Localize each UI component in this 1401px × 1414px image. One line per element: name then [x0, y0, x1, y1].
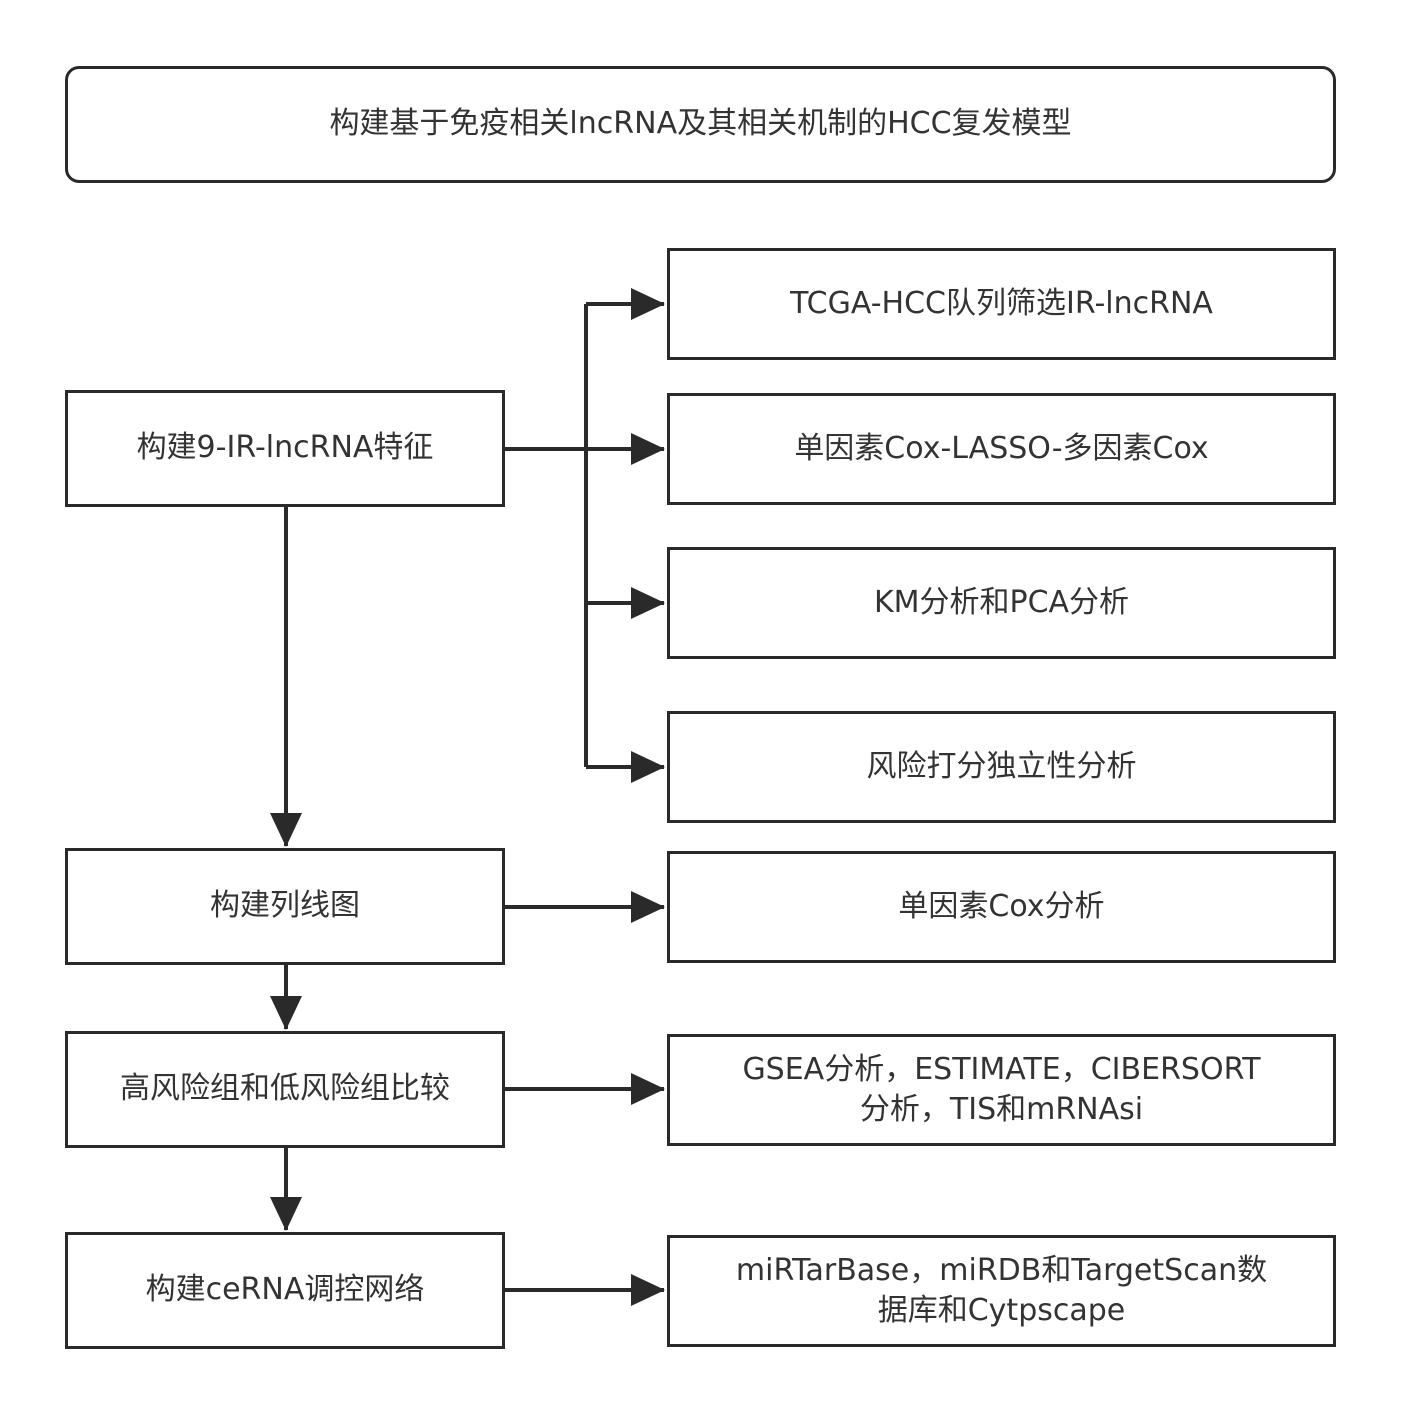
node-km-pca: KM分析和PCA分析: [667, 547, 1336, 659]
node-label: 高风险组和低风险组比较: [120, 1071, 450, 1107]
node-label: 单因素Cox-LASSO-多因素Cox: [794, 430, 1209, 466]
title-box: 构建基于免疫相关lncRNA及其相关机制的HCC复发模型: [65, 66, 1336, 183]
node-label: 构建9-IR-lncRNA特征: [136, 430, 434, 466]
node-univariate-cox: 单因素Cox分析: [667, 851, 1336, 963]
node-build-signature: 构建9-IR-lncRNA特征: [65, 390, 505, 507]
node-label: 构建列线图: [210, 888, 360, 924]
node-cox-lasso: 单因素Cox-LASSO-多因素Cox: [667, 393, 1336, 505]
node-label: 风险打分独立性分析: [866, 748, 1137, 784]
node-risk-group-compare: 高风险组和低风险组比较: [65, 1031, 505, 1148]
node-label: GSEA分析，ESTIMATE，CIBERSORT 分析，TIS和mRNAsi: [742, 1051, 1261, 1128]
node-tcga-screening: TCGA-HCC队列筛选IR-lncRNA: [667, 248, 1336, 360]
node-label: miRTarBase，miRDB和TargetScan数 据库和Cytpscap…: [735, 1252, 1268, 1329]
node-label: KM分析和PCA分析: [873, 584, 1130, 620]
node-risk-independence: 风险打分独立性分析: [667, 711, 1336, 823]
node-mirna-databases: miRTarBase，miRDB和TargetScan数 据库和Cytpscap…: [667, 1235, 1336, 1347]
title-text: 构建基于免疫相关lncRNA及其相关机制的HCC复发模型: [329, 106, 1072, 142]
node-label: 构建ceRNA调控网络: [145, 1272, 425, 1308]
node-build-nomogram: 构建列线图: [65, 848, 505, 965]
node-cerna-network: 构建ceRNA调控网络: [65, 1232, 505, 1349]
node-label: 单因素Cox分析: [898, 888, 1105, 924]
node-gsea-estimate: GSEA分析，ESTIMATE，CIBERSORT 分析，TIS和mRNAsi: [667, 1034, 1336, 1146]
node-label: TCGA-HCC队列筛选IR-lncRNA: [790, 285, 1213, 321]
